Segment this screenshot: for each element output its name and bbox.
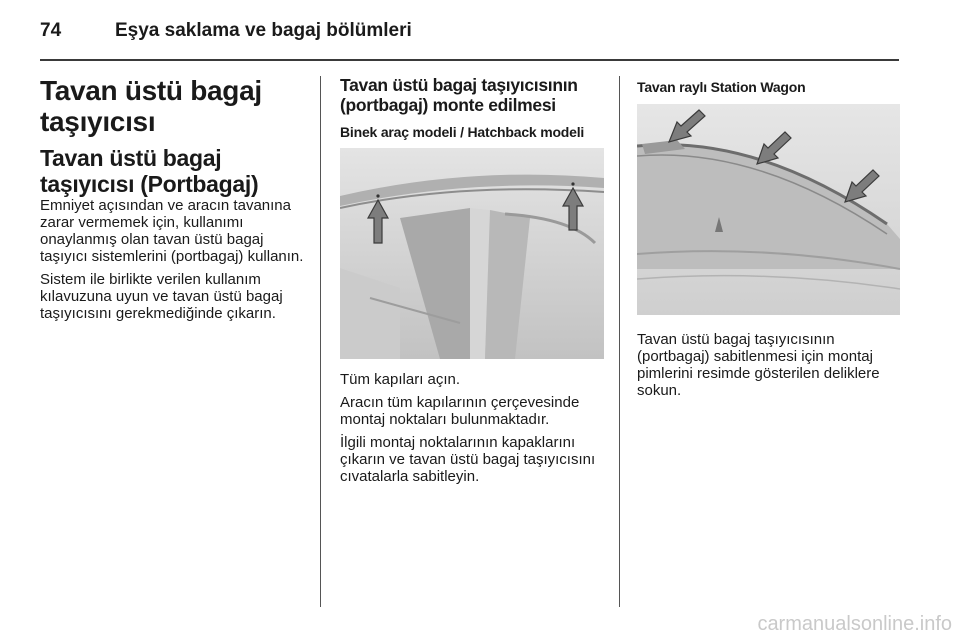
paragraph: Tavan üstü bagaj taşıyıcısının (portbaga…	[637, 331, 880, 399]
door-frame-mounting-illustration	[340, 148, 604, 359]
roof-rail-illustration	[637, 104, 900, 315]
column-3: Tavan raylı Station Wagon Tavan üstü bag…	[637, 75, 902, 405]
section-title: Tavan üstü bagaj taşıyıcısı	[40, 75, 262, 137]
paragraph: Tüm kapıları açın.	[340, 371, 461, 388]
column-divider	[320, 76, 321, 607]
subsection-title: Tavan üstü bagaj taşıyıcısı (Portbagaj)	[40, 145, 259, 197]
arrow-icon	[561, 186, 585, 231]
arrow-icon	[844, 169, 880, 203]
paragraph: İlgili montaj noktalarının kapaklarını ç…	[340, 434, 596, 485]
figure-caption: Tavan raylı Station Wagon	[637, 79, 806, 95]
column-2: Tavan üstü bagaj taşıyıcısının (portbaga…	[340, 75, 608, 491]
arrow-icon	[366, 198, 390, 244]
watermark: carmanualsonline.info	[757, 613, 952, 635]
arrow-icon	[756, 131, 792, 165]
column-1: Tavan üstü bagaj taşıyıcısı Tavan üstü b…	[40, 75, 308, 328]
page-number: 74	[40, 20, 62, 41]
figure-caption: Binek araç modeli / Hatchback modeli	[340, 124, 585, 140]
section-heading: Tavan üstü bagaj taşıyıcısının (portbaga…	[340, 75, 578, 115]
column-divider	[619, 76, 620, 607]
paragraph: Sistem ile birlikte verilen kullanım kıl…	[40, 271, 283, 322]
paragraph: Emniyet açısından ve aracın tavanına zar…	[40, 197, 304, 265]
header-rule	[40, 59, 899, 61]
arrow-icon	[667, 109, 706, 143]
page-title: Eşya saklama ve bagaj bölümleri	[115, 20, 412, 41]
paragraph: Aracın tüm kapılarının çerçevesinde mont…	[340, 394, 580, 428]
